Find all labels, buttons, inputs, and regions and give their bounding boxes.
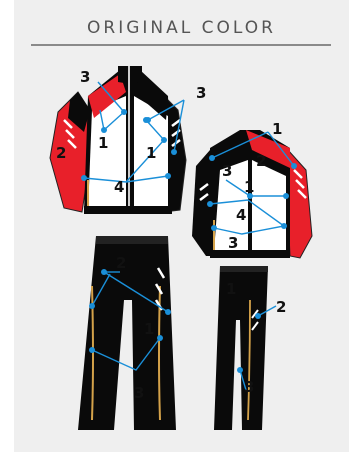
- callout-label: 2: [256, 152, 266, 170]
- callout-label: 3: [80, 68, 90, 86]
- callout-label: 2: [276, 298, 286, 316]
- callout-label: 3: [222, 162, 232, 180]
- callout-label: 3: [228, 234, 238, 252]
- callout-label: 3: [134, 384, 144, 402]
- callout-label: 1: [244, 178, 254, 196]
- callout-label: 1: [272, 120, 282, 138]
- callout-label: 1: [226, 280, 236, 298]
- callout-label: 4: [236, 206, 246, 224]
- callout-label: 2: [116, 254, 126, 272]
- callout-label: 3: [196, 84, 206, 102]
- callout-label: 3: [244, 378, 254, 396]
- small-pants: [214, 266, 268, 430]
- callout-label: 4: [114, 178, 124, 196]
- callout-label: 1: [144, 320, 154, 338]
- callout-label: 2: [56, 144, 66, 162]
- callout-label: 1: [146, 144, 156, 162]
- callout-label: 1: [98, 134, 108, 152]
- large-pants: [78, 236, 176, 430]
